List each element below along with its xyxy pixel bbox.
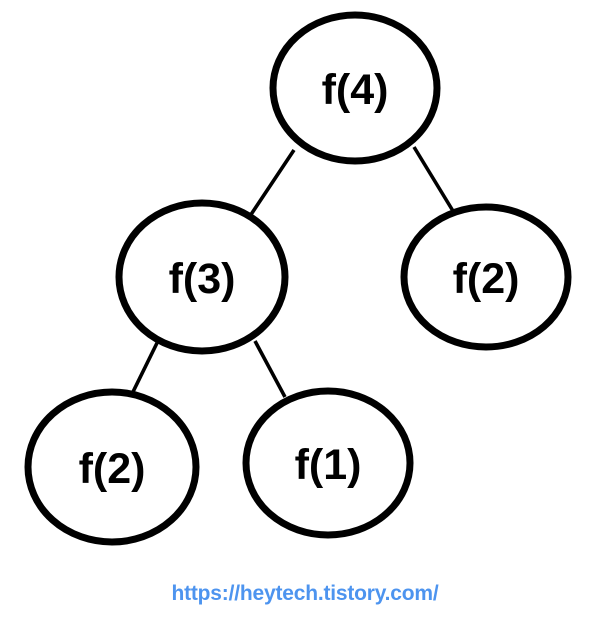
- node-f1[interactable]: f(1): [242, 387, 414, 539]
- node-f2-left[interactable]: f(2): [24, 388, 200, 546]
- node-f4[interactable]: f(4): [269, 11, 441, 165]
- node-label-f3: f(3): [169, 255, 236, 303]
- node-f3[interactable]: f(3): [115, 199, 289, 355]
- node-label-f4: f(4): [322, 66, 389, 114]
- source-url-watermark[interactable]: https://heytech.tistory.com/: [171, 582, 439, 605]
- edge-group: [127, 146, 455, 401]
- edge-f4-to-f3: [248, 149, 296, 217]
- edge-f3-to-f2-left: [127, 342, 159, 401]
- node-circle-f2-right[interactable]: [400, 203, 572, 351]
- node-label-f2-right: f(2): [453, 255, 520, 303]
- node-label-f2-left: f(2): [79, 445, 146, 493]
- node-circle-f1[interactable]: [242, 387, 414, 539]
- node-circle-f2-left[interactable]: [24, 388, 200, 546]
- node-circle-f4[interactable]: [269, 11, 441, 165]
- edge-f4-to-f2-right: [412, 146, 455, 212]
- node-label-f1: f(1): [295, 441, 362, 489]
- node-circle-f3[interactable]: [115, 199, 289, 355]
- node-f2-right[interactable]: f(2): [400, 203, 572, 351]
- edge-f3-to-f1: [253, 340, 287, 398]
